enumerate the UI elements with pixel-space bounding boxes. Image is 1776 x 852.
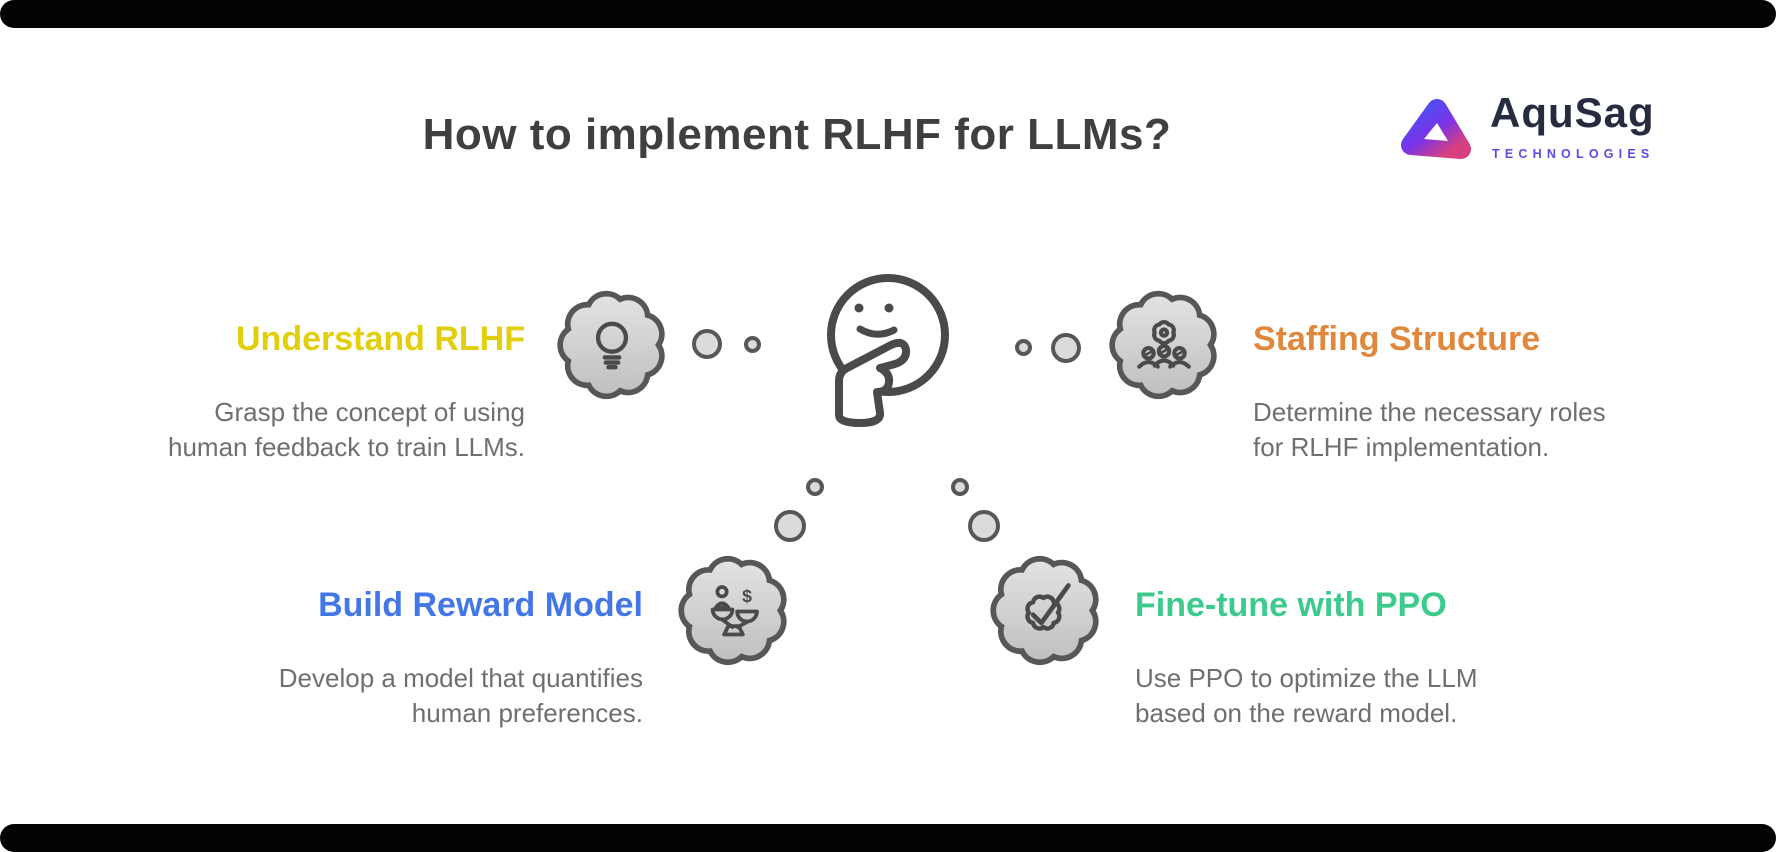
step-fine-tune-ppo: Fine-tune with PPO Use PPO to optimize t… [1135, 585, 1575, 731]
step-build-reward-model: Build Reward Model Develop a model that … [180, 585, 643, 731]
step-description: Grasp the concept of using human feedbac… [168, 397, 525, 462]
thought-bubble-reward-model: $ [671, 548, 796, 673]
thought-dot [806, 478, 824, 496]
svg-text:$: $ [742, 586, 752, 606]
thought-dot [968, 510, 1000, 542]
thought-bubble-fine-tune [983, 548, 1108, 673]
thought-bubble-understand [550, 283, 674, 407]
step-understand-rlhf: Understand RLHF Grasp the concept of usi… [60, 319, 525, 465]
thought-dot [744, 336, 761, 353]
thought-dot [692, 329, 722, 359]
aqusag-logo-icon [1401, 99, 1471, 159]
step-staffing-structure: Staffing Structure Determine the necessa… [1253, 319, 1693, 465]
logo-subtitle-text: TECHNOLOGIES [1492, 147, 1655, 161]
gear-team-icon [1137, 320, 1191, 369]
step-description: Develop a model that quantifies human pr… [278, 663, 643, 728]
logo: AquSag TECHNOLOGIES [1395, 85, 1705, 175]
gear-checkmark-icon [1025, 583, 1071, 631]
face-hand [835, 338, 911, 427]
step-title: Staffing Structure [1253, 320, 1541, 358]
face-eye-left [854, 303, 864, 313]
step-title: Fine-tune with PPO [1135, 586, 1447, 624]
step-description: Use PPO to optimize the LLM based on the… [1135, 663, 1478, 728]
logo-brand-text: AquSag [1490, 89, 1655, 136]
thought-bubble-staffing [1102, 283, 1226, 407]
thought-dot [774, 510, 806, 542]
thinking-face-icon [803, 245, 973, 435]
thought-dot [1015, 339, 1032, 356]
step-title: Build Reward Model [318, 586, 643, 624]
lightbulb-icon [595, 321, 629, 370]
thought-dot [1051, 333, 1081, 363]
face-mouth [856, 325, 898, 338]
face-eye-right [884, 303, 894, 313]
page-title: How to implement RLHF for LLMs? [422, 110, 1172, 159]
bottom-bar [0, 824, 1776, 852]
step-title: Understand RLHF [236, 320, 525, 358]
top-bar [0, 0, 1776, 28]
step-description: Determine the necessary roles for RLHF i… [1253, 397, 1606, 462]
balance-scale-icon: $ [710, 585, 759, 637]
thought-dot [951, 478, 969, 496]
